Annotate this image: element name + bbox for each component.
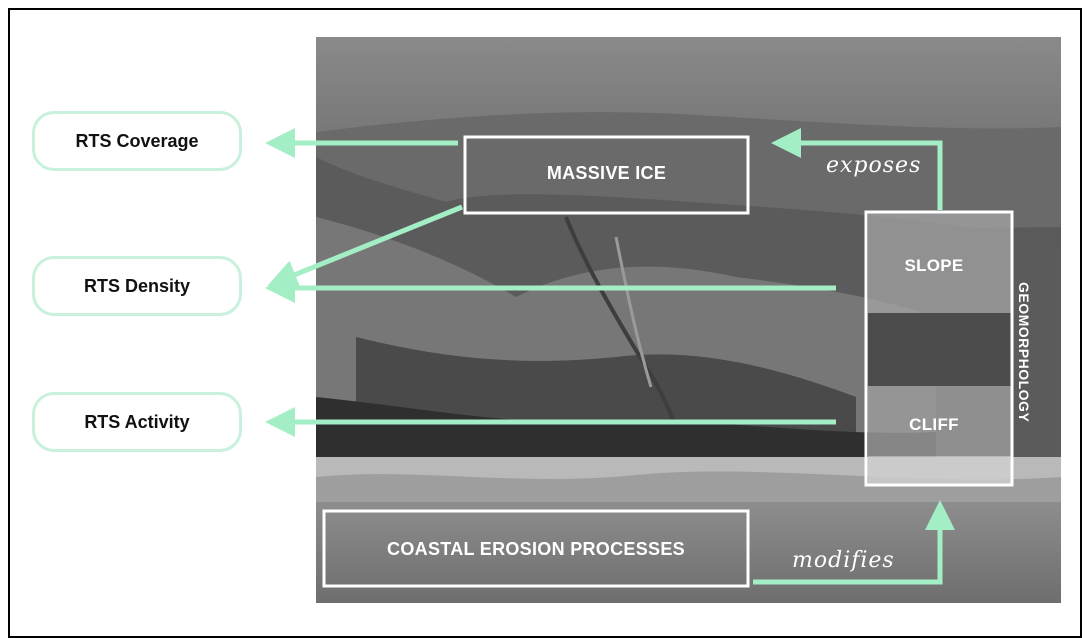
arrow-modifies <box>753 500 955 585</box>
rts-coverage-box: RTS Coverage <box>32 111 242 171</box>
rts-coverage-label: RTS Coverage <box>75 130 199 151</box>
coastal-erosion-label: COASTAL EROSION PROCESSES <box>387 539 685 559</box>
coastal-erosion-box <box>322 509 750 588</box>
arrow-ice-to-density <box>267 204 463 289</box>
geomorphology-label: GEOMORPHOLOGY <box>1016 282 1032 423</box>
rts-activity-box: RTS Activity <box>32 392 242 452</box>
arrow-exposes <box>771 128 943 210</box>
rts-activity-label: RTS Activity <box>84 411 190 432</box>
rts-density-box: RTS Density <box>32 256 242 316</box>
cliff-label: CLIFF <box>909 415 959 434</box>
modifies-label: modifies <box>792 548 895 573</box>
geomorphology-box <box>864 210 1014 487</box>
exposes-label: exposes <box>826 153 922 178</box>
rts-density-label: RTS Density <box>83 275 191 296</box>
slope-label: SLOPE <box>904 256 964 275</box>
massive-ice-label: MASSIVE ICE <box>546 163 667 183</box>
massive-ice-box <box>463 135 750 215</box>
